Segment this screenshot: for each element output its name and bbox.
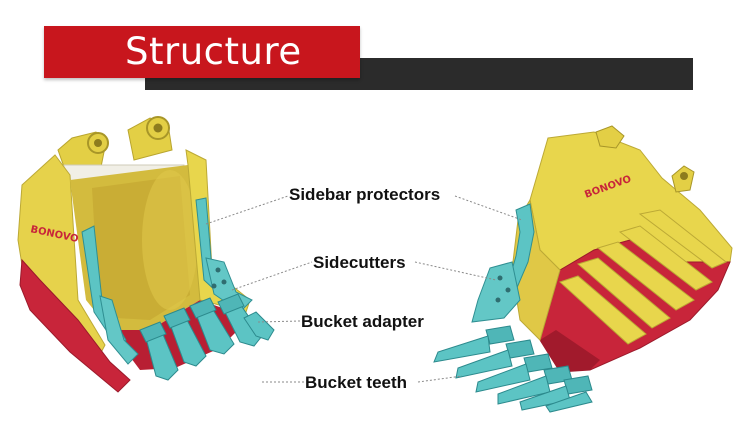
leader-sidecutter-right: [414, 261, 497, 281]
left-bucket-right-wall: [185, 149, 251, 313]
label-bucket-teeth: Bucket teeth: [305, 373, 408, 392]
label-sidebar-protectors: Sidebar protectors: [289, 185, 441, 204]
leader-lines: [205, 195, 523, 383]
leader-sidebar-left: [205, 195, 289, 225]
label-bucket-adapter: Bucket adapter: [301, 312, 424, 331]
left-sidebar-protector-outer: [81, 225, 127, 349]
right-bucket: BONOVO: [433, 125, 733, 413]
left-bucket: BONOVO: [17, 116, 275, 393]
right-bucket-teeth: [433, 335, 593, 413]
left-bucket-wear-band: [19, 258, 131, 393]
label-sidecutters: Sidecutters: [313, 253, 406, 272]
right-sidecutter: [471, 261, 521, 323]
right-bucket-ribs: [559, 209, 727, 345]
left-bucket-teeth: [145, 303, 275, 381]
leader-adapter-left: [257, 320, 301, 323]
page-title: Structure: [125, 30, 302, 73]
leader-sidecutter-left: [231, 261, 313, 291]
left-bucket-adapters: [139, 293, 245, 343]
leader-teeth-right: [417, 375, 463, 383]
leader-sidebar-right: [454, 195, 523, 221]
title-banner: [44, 26, 360, 78]
